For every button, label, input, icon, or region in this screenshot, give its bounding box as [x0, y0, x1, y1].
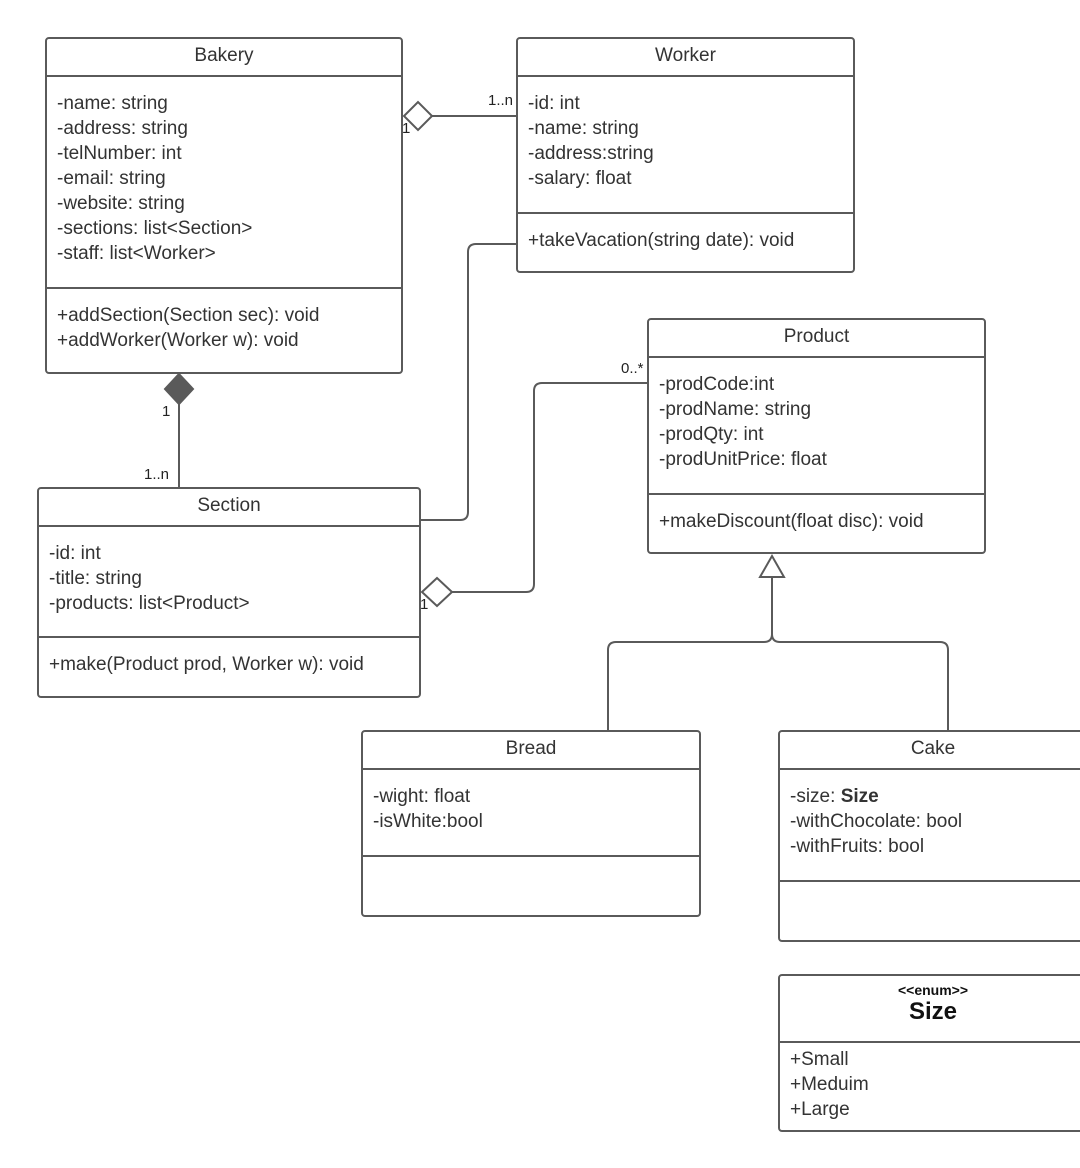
product-operation: +makeDiscount(float disc): void	[659, 511, 924, 532]
class-cake[interactable]: Cake -size: Size -withChocolate: bool -w…	[778, 730, 1080, 942]
cake-attribute-size-type: Size	[840, 786, 879, 807]
class-worker-title: Worker	[518, 39, 853, 77]
bakery-operation: +addWorker(Worker w): void	[57, 330, 299, 351]
product-attribute: -prodQty: int	[659, 424, 764, 445]
product-attribute: -prodName: string	[659, 399, 812, 420]
enum-size-value: +Large	[790, 1099, 850, 1120]
class-product-title: Product	[649, 320, 984, 358]
worker-attribute: -id: int	[528, 93, 580, 114]
bakery-attribute: -website: string	[57, 193, 185, 214]
mult-bakery-worker-worker-end: 1..n	[488, 92, 513, 109]
mult-section-product-product-end: 0..*	[621, 360, 644, 377]
section-attribute: -id: int	[49, 543, 101, 564]
bakery-attribute: -telNumber: int	[57, 143, 182, 164]
class-cake-operations	[780, 882, 1080, 896]
class-product-operations: +makeDiscount(float disc): void	[649, 495, 984, 534]
mult-bakery-section-section-end: 1..n	[144, 466, 169, 483]
enum-size-title: Size	[908, 998, 958, 1025]
section-operation: +make(Product prod, Worker w): void	[49, 654, 364, 675]
worker-operation: +takeVacation(string date): void	[528, 230, 795, 251]
class-bread-operations	[363, 857, 699, 871]
class-bakery-title: Bakery	[47, 39, 401, 77]
mult-bakery-worker-bakery-end: 1	[402, 120, 410, 137]
bakery-attribute: -name: string	[57, 93, 168, 114]
class-section-attributes: -id: int -title: string -products: list<…	[39, 527, 419, 638]
section-product-aggregation-line	[452, 382, 648, 593]
enum-size-value: +Small	[790, 1049, 849, 1070]
bread-attribute: -wight: float	[373, 786, 471, 807]
enum-size[interactable]: <<enum>> Size +Small +Meduim +Large	[778, 974, 1080, 1132]
bakery-section-composition-diamond	[163, 372, 195, 406]
product-attribute: -prodUnitPrice: float	[659, 449, 827, 470]
worker-section-association-line	[420, 243, 517, 521]
generalization-bread-line	[607, 641, 764, 731]
generalization-stem-line	[763, 577, 773, 643]
class-section[interactable]: Section -id: int -title: string -product…	[37, 487, 421, 698]
bakery-attribute: -address: string	[57, 118, 188, 139]
cake-attribute-size: -size: Size	[790, 784, 1076, 809]
class-worker[interactable]: Worker -id: int -name: string -address:s…	[516, 37, 855, 273]
class-section-operations: +make(Product prod, Worker w): void	[39, 638, 419, 677]
class-bakery-attributes: -name: string -address: string -telNumbe…	[47, 77, 401, 289]
cake-attribute: -withChocolate: bool	[790, 811, 963, 832]
worker-attribute: -address:string	[528, 143, 654, 164]
bakery-worker-aggregation-diamond	[402, 100, 434, 132]
bakery-attribute: -sections: list<Section>	[57, 218, 253, 239]
class-section-title: Section	[39, 489, 419, 527]
cake-attribute-size-prefix: -size:	[790, 786, 841, 807]
class-cake-attributes: -size: Size -withChocolate: bool -withFr…	[780, 770, 1080, 882]
class-bakery-operations: +addSection(Section sec): void +addWorke…	[47, 289, 401, 353]
class-worker-operations: +takeVacation(string date): void	[518, 214, 853, 253]
enum-size-stereotype: <<enum>>	[897, 982, 969, 998]
class-product[interactable]: Product -prodCode:int -prodName: string …	[647, 318, 986, 554]
class-bread-attributes: -wight: float -isWhite:bool	[363, 770, 699, 857]
section-attribute: -products: list<Product>	[49, 593, 250, 614]
enum-size-header: <<enum>> Size	[780, 976, 1080, 1043]
class-bread[interactable]: Bread -wight: float -isWhite:bool	[361, 730, 701, 917]
generalization-triangle	[758, 553, 786, 578]
product-attribute: -prodCode:int	[659, 374, 775, 395]
class-worker-attributes: -id: int -name: string -address:string -…	[518, 77, 853, 214]
bakery-attribute: -email: string	[57, 168, 166, 189]
cake-attribute: -withFruits: bool	[790, 836, 925, 857]
enum-size-value: +Meduim	[790, 1074, 869, 1095]
bakery-attribute: -staff: list<Worker>	[57, 243, 216, 264]
class-bread-title: Bread	[363, 732, 699, 770]
section-attribute: -title: string	[49, 568, 142, 589]
enum-size-values: +Small +Meduim +Large	[780, 1043, 1080, 1122]
generalization-cake-line	[771, 633, 949, 731]
bakery-operation: +addSection(Section sec): void	[57, 305, 320, 326]
mult-section-product-section-end: 1	[420, 596, 428, 613]
worker-attribute: -salary: float	[528, 168, 632, 189]
class-bakery[interactable]: Bakery -name: string -address: string -t…	[45, 37, 403, 374]
bread-attribute: -isWhite:bool	[373, 811, 483, 832]
worker-attribute: -name: string	[528, 118, 639, 139]
class-cake-title: Cake	[780, 732, 1080, 770]
class-product-attributes: -prodCode:int -prodName: string -prodQty…	[649, 358, 984, 495]
mult-bakery-section-bakery-end: 1	[162, 403, 170, 420]
